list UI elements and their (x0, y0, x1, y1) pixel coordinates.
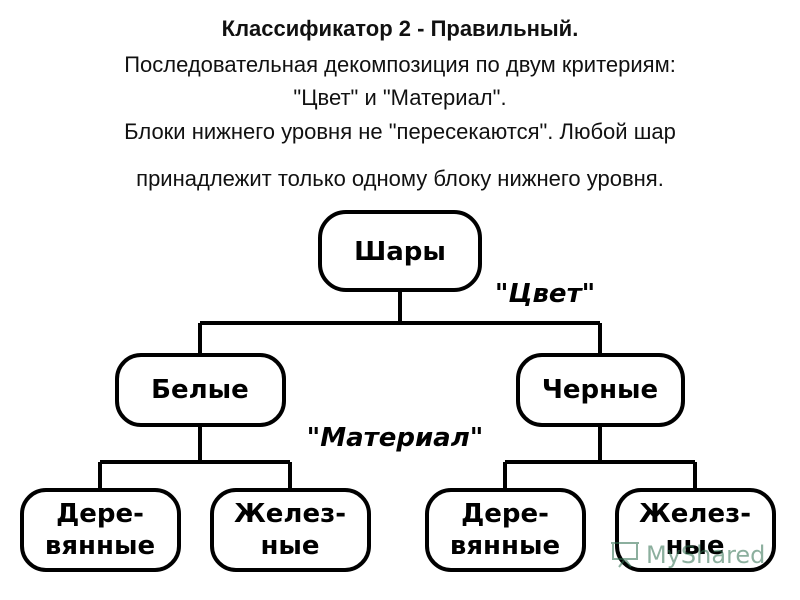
node-white: Белые (115, 353, 286, 427)
leaf-white-iron-line1: Желез- (234, 499, 346, 529)
leaf-white-wood: Дере- вянные (20, 488, 181, 572)
caption-line-4: принадлежит только одному блоку нижнего … (136, 166, 664, 191)
caption-line-1: Последовательная декомпозиция по двум кр… (124, 52, 676, 77)
node-root-label: Шары (354, 237, 446, 267)
node-black-box (516, 353, 685, 427)
criterion-color-label: "Цвет" (495, 279, 595, 309)
leaf-black-iron: Желез- ные (615, 488, 776, 572)
node-white-box (115, 353, 286, 427)
leaf-black-wood: Дере- вянные (425, 488, 586, 572)
slide-title: Классификатор 2 - Правильный. (221, 16, 579, 41)
caption-line-3: Блоки нижнего уровня не "пересекаются". … (124, 119, 676, 144)
leaf-white-wood-box (20, 488, 181, 572)
leaf-white-wood-line1: Дере- (56, 499, 144, 529)
leaf-black-iron-box (615, 488, 776, 572)
caption-line-2: "Цвет" и "Материал". (293, 85, 507, 110)
criterion-material-label: "Материал" (307, 423, 484, 453)
leaf-black-wood-box (425, 488, 586, 572)
node-root-box (318, 210, 482, 292)
watermark: MyShared (610, 535, 780, 575)
node-black-label: Черные (542, 375, 658, 405)
tree-connectors (98, 290, 697, 490)
leaf-white-wood-line2: вянные (45, 531, 155, 561)
node-root: Шары (318, 210, 482, 292)
watermark-text: MyShared (646, 541, 766, 569)
leaf-white-iron: Желез- ные (210, 488, 371, 572)
leaf-white-iron-line2: ные (260, 531, 319, 561)
node-black: Черные (516, 353, 685, 427)
leaf-black-iron-line2: ные (665, 531, 724, 561)
leaf-white-iron-box (210, 488, 371, 572)
node-white-label: Белые (151, 375, 249, 405)
leaf-black-wood-line2: вянные (450, 531, 560, 561)
leaf-black-iron-line1: Желез- (639, 499, 751, 529)
leaf-black-wood-line1: Дере- (461, 499, 549, 529)
slide-presentation-icon (611, 542, 639, 568)
